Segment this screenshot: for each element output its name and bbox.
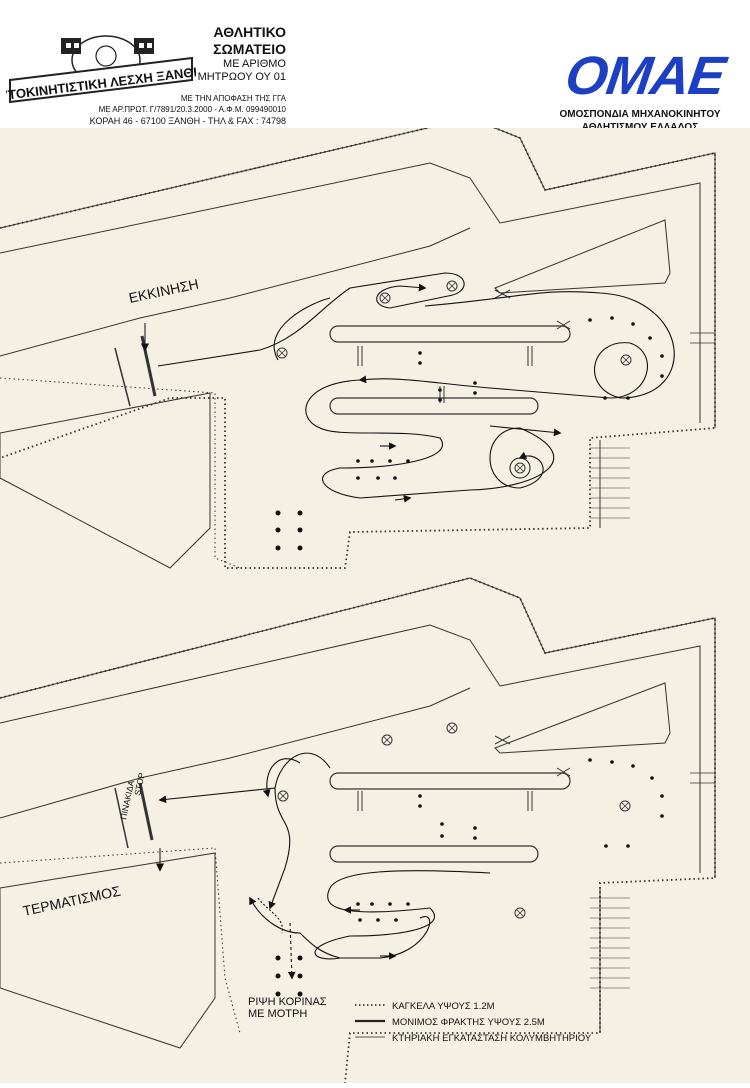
lower-route [158,752,491,980]
legend-item-building: ΚΤΗΡΙΑΚΗ ΕΓΚΑΤΑΣΤΑΣΗ ΚΟΛΥΜΒΗΤΗΡΙΟΥ [355,1033,592,1044]
stop-sign-label-1: STOP [132,772,147,797]
omae-name-line-2: ΑΘΛΗΤΙΣΜΟΥ ΕΛΛΑΔΟΣ [540,121,740,134]
upper-route-loop [358,291,675,399]
track-plans-svg: ΕΚΚΙΝΗΣΗ [0,117,716,1084]
upper-markers [275,280,664,551]
club-line-2: ΣΩΜΑΤΕΙΟ [213,41,286,57]
start-label: ΕΚΚΙΝΗΣΗ [127,276,200,306]
document-header: ΑΥΤΟΚΙΝΗΤΙΣΤΙΚΗ ΛΕΣΧΗ ΞΑΝΘΗΣ ΑΘΛΗΤΙΚΟ ΣΩ… [0,0,750,133]
stop-sign-label-2: ΠΙΝΑΚΙΔΑ [118,779,136,820]
toss-label-2: ΜΕ ΜΟΤΡΗ [248,1008,307,1020]
lower-plan [0,577,716,1084]
lower-fence [0,577,716,1084]
upper-plan [0,117,716,569]
club-line-4: ΜΗΤΡΩΟΥ ΟΥ 01 [197,71,286,83]
legend-label-fence: ΜΟΝΙΜΟΣ ΦΡΑΚΤΗΣ ΥΨΟΥΣ 2.5Μ [392,1017,545,1028]
omae-name-line-1: ΟΜΟΣΠΟΝΔΙΑ ΜΗΧΑΝΟΚΙΝΗΤΟΥ [559,109,721,120]
legend-label-building: ΚΤΗΡΙΑΚΗ ΕΓΚΑΤΑΣΤΑΣΗ ΚΟΛΥΜΒΗΤΗΡΙΟΥ [392,1033,592,1044]
club-logo: ΑΥΤΟΚΙΝΗΤΙΣΤΙΚΗ ΛΕΣΧΗ ΞΑΝΘΗΣ [6,35,196,104]
club-line-3: ΜΕ ΑΡΙΘΜΟ [223,58,286,70]
upper-fence [0,117,716,569]
upper-route-serpentine [305,379,555,499]
lower-route-finish [158,787,276,804]
club-info: ΑΘΛΗΤΙΚΟ ΣΩΜΑΤΕΙΟ ΜΕ ΑΡΙΘΜΟ ΜΗΤΡΩΟΥ ΟΥ 0… [196,24,286,84]
legend-item-railing: ΚΑΓΚΕΛΑ ΥΨΟΥΣ 1.2Μ [355,1001,495,1012]
omae-full-name: ΟΜΟΣΠΟΝΔΙΑ ΜΗΧΑΝΟΚΙΝΗΤΟΥ ΑΘΛΗΤΙΣΜΟΥ ΕΛΛΑ… [540,108,740,134]
club-address: ΚΟΡΑΗ 46 - 67100 ΞΑΝΘΗ - ΤΗΛ & FAX : 747… [89,116,286,126]
upper-route-start [157,272,465,367]
lower-markers [275,722,664,997]
club-protocol: ΜΕ ΑΡ.ΠΡΩΤ. Γ/7891/20.3.2000 - Α.Φ.Μ. 09… [98,105,286,114]
upper-outer-wall [0,117,716,428]
legend: ΚΑΓΚΕΛΑ ΥΨΟΥΣ 1.2Μ ΜΟΝΙΜΟΣ ΦΡΑΚΤΗΣ ΥΨΟΥΣ… [355,1001,592,1044]
legend-item-fence: ΜΟΝΙΜΟΣ ΦΡΑΚΤΗΣ ΥΨΟΥΣ 2.5Μ [355,1017,545,1028]
upper-route [157,272,675,503]
toss-label-1: ΡΙΨΗ ΚΟΡΙΝΑΣ [248,996,327,1008]
club-decision: ΜΕ ΤΗΝ ΑΠΟΦΑΣΗ ΤΗΣ ΓΓΑ [180,94,286,103]
club-line-1: ΑΘΛΗΤΙΚΟ [213,24,287,40]
lower-route-serpentine [314,870,491,960]
finish-label: ΤΕΡΜΑΤΙΣΜΟΣ [21,883,122,919]
legend-label-railing: ΚΑΓΚΕΛΑ ΥΨΟΥΣ 1.2Μ [392,1001,495,1012]
track-plans: ΕΚΚΙΝΗΣΗ [0,117,750,1084]
omae-logo: OMAE [561,46,729,106]
